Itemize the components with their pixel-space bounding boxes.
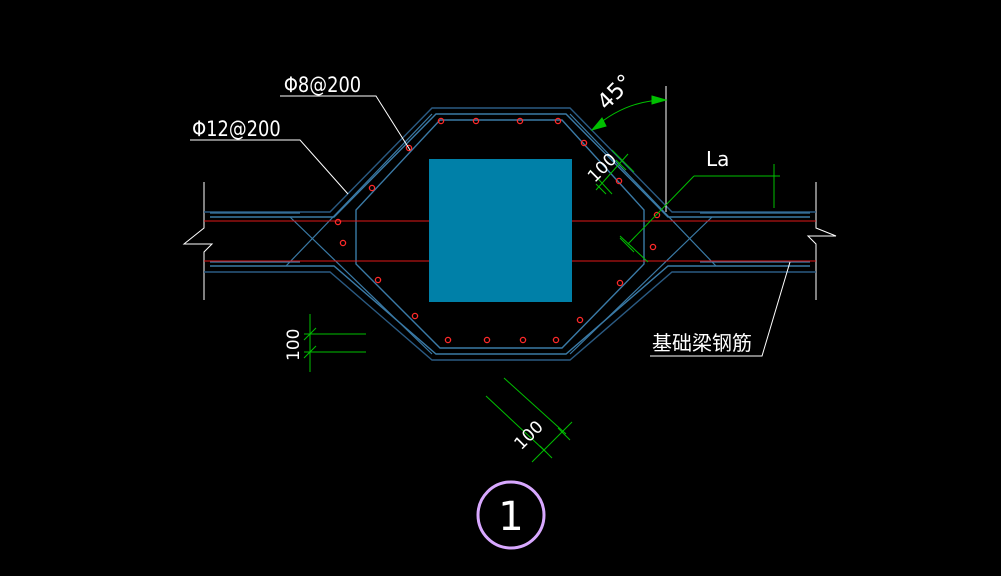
label-phi12: Φ12@200: [192, 117, 281, 142]
beam-boundaries: [182, 182, 837, 300]
leader-beam-rebar: [650, 261, 791, 357]
diag-right-down: [569, 216, 713, 355]
rebar-dot: [653, 211, 661, 219]
dim-l-tick2: [303, 345, 317, 359]
rebar-dot: [616, 279, 624, 287]
detail-marker: 1: [476, 480, 546, 550]
dim-b-ext2: [503, 377, 567, 435]
dim-tr-main: [595, 153, 629, 191]
diag-left-down: [289, 216, 433, 355]
diagonal-bars: [210, 113, 810, 355]
rebar-dots: [334, 117, 661, 344]
haunch-outer-bottom: [204, 271, 816, 361]
dim-la-tick: [619, 237, 635, 253]
rebar-dot: [405, 144, 413, 152]
angle-dimension: [590, 95, 668, 131]
right-break-line: [806, 182, 837, 300]
rebar-dot: [576, 316, 584, 324]
dim-tr-ext2: [611, 149, 635, 173]
label-la: La: [706, 147, 729, 171]
dim-b-tick2: [557, 427, 571, 441]
rebar-dot: [552, 336, 560, 344]
angle-arrow-right: [651, 95, 668, 105]
rebar-dot: [649, 243, 657, 251]
dim-b-tick1: [539, 445, 553, 459]
dimension-lines: [303, 149, 780, 463]
rebar-dot: [519, 336, 527, 344]
inner-stirrup-loop: [355, 119, 645, 349]
dim-tr-ext1: [589, 169, 613, 195]
left-break-line: [182, 182, 214, 300]
dim-value-left: 100: [284, 329, 304, 361]
label-beam-rebar: 基础梁钢筋: [652, 331, 752, 355]
rebar-dot: [368, 184, 376, 192]
dim-l-tick1: [303, 327, 317, 341]
rebar-dot: [516, 117, 524, 125]
diag-left-up: [285, 113, 433, 267]
haunch-outline: [204, 107, 816, 361]
rebar-dot: [374, 276, 382, 284]
dim-b-main: [531, 421, 573, 463]
diag-right-up: [569, 113, 717, 267]
rebar-dot: [437, 117, 445, 125]
dim-la-left-ext: [619, 235, 649, 263]
detail-circle: [476, 480, 546, 550]
dim-tr-tick2: [615, 159, 627, 171]
dim-tr-tick1: [595, 183, 607, 195]
rebar-dot: [334, 218, 342, 226]
rebar-dot: [483, 336, 491, 344]
leader-phi12: [190, 139, 349, 195]
rebar-dot: [339, 239, 347, 247]
rebar-dot: [472, 117, 480, 125]
label-phi8: Φ8@200: [284, 73, 361, 98]
haunch-outer-top: [204, 107, 816, 213]
rebar-dot: [554, 117, 562, 125]
rebar-dot: [411, 312, 419, 320]
rebar-dot: [615, 177, 623, 185]
leader-lines: [190, 86, 791, 357]
dim-la-main: [627, 175, 695, 245]
haunch-inner-top: [210, 113, 810, 218]
angle-arrow-left: [590, 117, 607, 131]
dim-b-ext1: [485, 395, 547, 453]
column-section: [429, 159, 572, 302]
rebar-dot: [444, 336, 452, 344]
rebar-dot: [580, 139, 588, 147]
haunch-inner-bottom: [210, 265, 810, 355]
leader-phi8: [280, 95, 411, 151]
label-angle: 45°: [593, 70, 638, 115]
detail-number: 1: [498, 494, 523, 540]
